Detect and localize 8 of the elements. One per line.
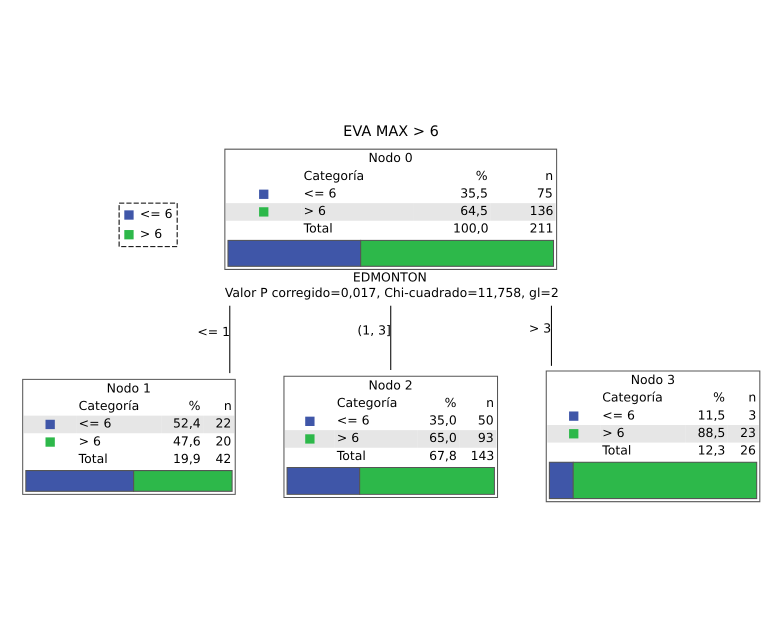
node-label: Valor P corregido=0,017, Chi-cuadrado=11,758, gl=2 (224, 284, 559, 300)
edge-label: > 3 (528, 320, 552, 335)
diagram-title: EVA MAX > 6 (343, 123, 439, 140)
edge-label: <= 1 (197, 323, 230, 338)
legend-label: <= 6 (140, 206, 173, 221)
legend-label: > 6 (140, 225, 162, 240)
node-label: EDMONTON (352, 268, 427, 284)
edge-label: (1, 3] (357, 322, 391, 337)
